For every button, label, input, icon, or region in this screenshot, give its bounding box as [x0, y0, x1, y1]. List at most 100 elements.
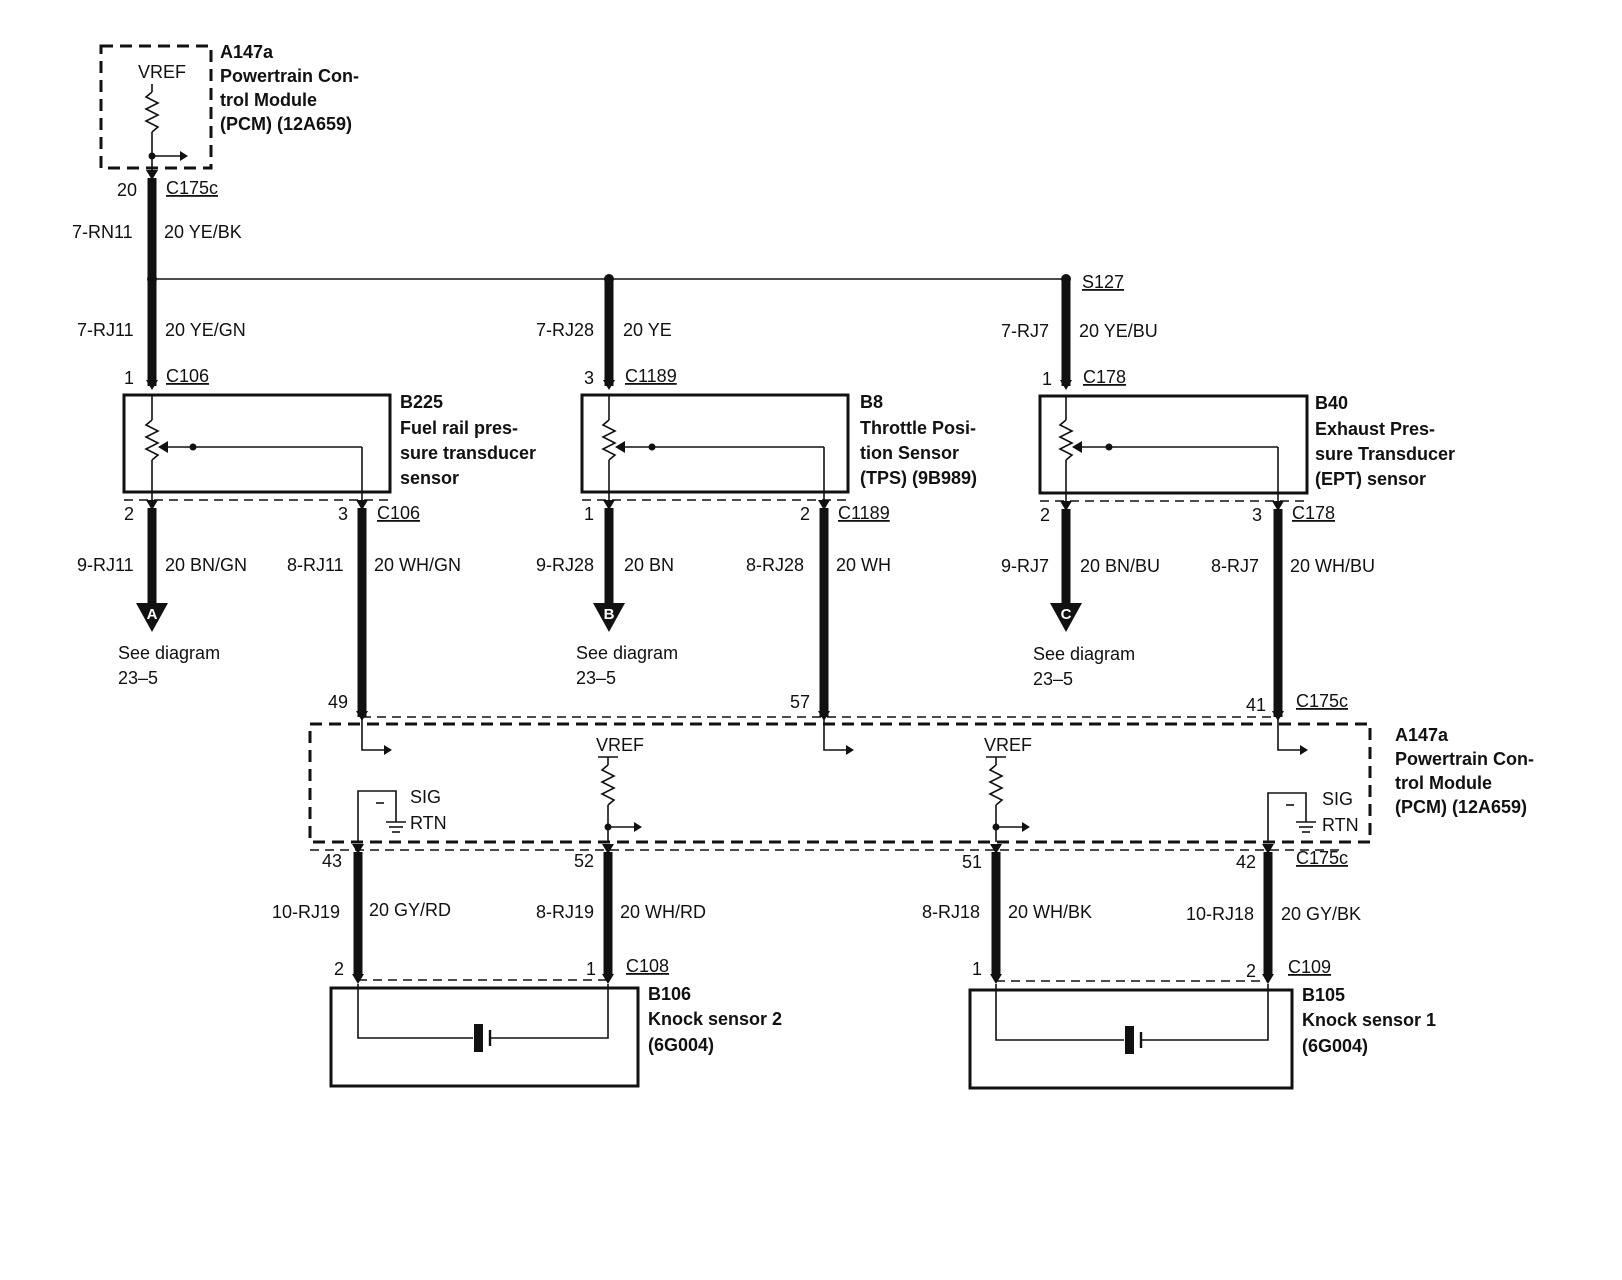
supply-circuit: 7-RN11	[72, 222, 133, 242]
b225-sig-pin: 3	[338, 504, 348, 524]
b40-top-connector: C178	[1083, 367, 1126, 387]
b40-offpage-ref-icon	[1050, 603, 1082, 632]
b105-right-pcm-pin: 42	[1236, 852, 1256, 872]
knock-sensor-b106: 43 10-RJ19 20 GY/RD 2 52 8-RJ19 20 WH/RD…	[272, 844, 782, 1088]
b225-see-diagram: See diagram	[118, 643, 220, 663]
splice-bus: S127	[147, 272, 1124, 292]
pcm-sig-label-right: SIG	[1322, 789, 1353, 809]
b40-see-diagram: See diagram	[1033, 644, 1135, 664]
b8-sig-color: 20 WH	[836, 555, 891, 575]
b40-see-diagram-number: 23–5	[1033, 669, 1073, 689]
b106-right-color: 20 WH/RD	[620, 902, 706, 922]
b225-ret-pin: 2	[124, 504, 134, 524]
b40-id: B40	[1315, 393, 1348, 413]
b40-name-3: (EPT) sensor	[1315, 469, 1426, 489]
b40-ref-letter: C	[1061, 606, 1072, 623]
b225-bottom-connector: C106	[377, 503, 420, 523]
b40-top-pin: 1	[1042, 369, 1052, 389]
pcm-top-name-2: trol Module	[220, 90, 317, 110]
pin-arrow-icon	[1272, 501, 1284, 511]
pcm-input-arrow-icon	[634, 822, 642, 832]
b40-top-color: 20 YE/BU	[1079, 321, 1158, 341]
b106-outline	[329, 986, 640, 1088]
wiper-arrow-icon	[615, 441, 625, 453]
pcm-pin-57: 57	[790, 692, 810, 712]
b105-right-circuit: 10-RJ18	[1186, 904, 1254, 924]
pcm-top-vref-label: VREF	[138, 62, 186, 82]
pin-arrow-icon	[352, 844, 364, 854]
b40-outline	[1038, 394, 1309, 495]
b105-id: B105	[1302, 985, 1345, 1005]
pcm-top-id: A147a	[220, 42, 274, 62]
b106-left-circuit: 10-RJ19	[272, 902, 340, 922]
b225-top-pin: 1	[124, 368, 134, 388]
b8-see-diagram: See diagram	[576, 643, 678, 663]
b225-top-circuit: 7-RJ11	[77, 320, 134, 340]
b106-piezo-element	[474, 1024, 483, 1052]
pcm-main-outline	[308, 722, 1372, 844]
pcm-main-connector-top: C175c	[1296, 691, 1348, 711]
pin-arrow-icon	[603, 380, 615, 390]
pin-arrow-icon	[1060, 380, 1072, 390]
b105-left-pin: 1	[972, 959, 982, 979]
b106-id: B106	[648, 984, 691, 1004]
supply-wire: 20 C175c 7-RN11 20 YE/BK	[72, 170, 242, 279]
b225-offpage-ref-icon	[136, 603, 168, 632]
pin-arrow-icon	[602, 844, 614, 854]
splice-label: S127	[1082, 272, 1124, 292]
b225-see-diagram-number: 23–5	[118, 668, 158, 688]
pin-arrow-icon	[1262, 974, 1274, 984]
b105-connector: C109	[1288, 957, 1331, 977]
b105-outline	[968, 988, 1294, 1090]
b40-sig-circuit: 8-RJ7	[1211, 556, 1259, 576]
b40-bottom-connector: C178	[1292, 503, 1335, 523]
b8-top-circuit: 7-RJ28	[536, 320, 594, 340]
pcm-input-arrow-icon	[1022, 822, 1030, 832]
b106-right-pin: 1	[586, 959, 596, 979]
pcm-top-input-arrow-icon	[180, 151, 188, 161]
pin-arrow-icon	[1262, 844, 1274, 854]
b225-id: B225	[400, 392, 443, 412]
b105-piezo-element	[1125, 1026, 1134, 1054]
b106-right-circuit: 8-RJ19	[536, 902, 594, 922]
b40-sig-color: 20 WH/BU	[1290, 556, 1375, 576]
b106-left-pin: 2	[334, 959, 344, 979]
pcm-main-name-1: Powertrain Con-	[1395, 749, 1534, 769]
b225-top-connector: C106	[166, 366, 209, 386]
pin-arrow-icon	[1060, 501, 1072, 511]
b225-top-color: 20 YE/GN	[165, 320, 246, 340]
pcm-rtn-label-left: RTN	[410, 813, 447, 833]
b105-left-circuit: 8-RJ18	[922, 902, 980, 922]
sensor-b225: 7-RJ11 20 YE/GN 1 C106 B225 Fuel rail pr…	[77, 279, 536, 717]
b225-potentiometer	[144, 419, 160, 461]
b8-ret-color: 20 BN	[624, 555, 674, 575]
b8-id: B8	[860, 392, 883, 412]
b8-outline	[580, 393, 850, 494]
b40-top-circuit: 7-RJ7	[1001, 321, 1049, 341]
b105-name-2: (6G004)	[1302, 1036, 1368, 1056]
b225-sig-circuit: 8-RJ11	[287, 555, 344, 575]
pin-arrow-icon	[990, 974, 1002, 984]
pcm-main-module: 49 57 41 C175c SIG RTN VREF VREF	[308, 691, 1534, 868]
pin-arrow-icon	[352, 974, 364, 984]
b40-name-1: Exhaust Pres-	[1315, 419, 1435, 439]
pin-arrow-icon	[818, 500, 830, 510]
b225-outline	[122, 393, 392, 494]
b106-name-1: Knock sensor 2	[648, 1009, 782, 1029]
knock-sensor-b105: 51 8-RJ18 20 WH/BK 1 42 10-RJ18 20 GY/BK…	[922, 844, 1436, 1090]
pcm-top-name-3: (PCM) (12A659)	[220, 114, 352, 134]
b8-name-3: (TPS) (9B989)	[860, 468, 977, 488]
b8-potentiometer	[601, 419, 617, 461]
pin-arrow-icon	[356, 500, 368, 510]
b106-left-color: 20 GY/RD	[369, 900, 451, 920]
b8-top-color: 20 YE	[623, 320, 672, 340]
b225-ref-letter: A	[147, 606, 158, 623]
pcm-top-module: VREF A147a Powertrain Con- trol Module (…	[99, 42, 359, 178]
pin-arrow-icon	[146, 500, 158, 510]
b40-ret-pin: 2	[1040, 505, 1050, 525]
b8-sig-circuit: 8-RJ28	[746, 555, 804, 575]
pin-arrow-icon	[356, 711, 368, 721]
pin-arrow-icon	[818, 711, 830, 721]
b105-left-pcm-pin: 51	[962, 852, 982, 872]
